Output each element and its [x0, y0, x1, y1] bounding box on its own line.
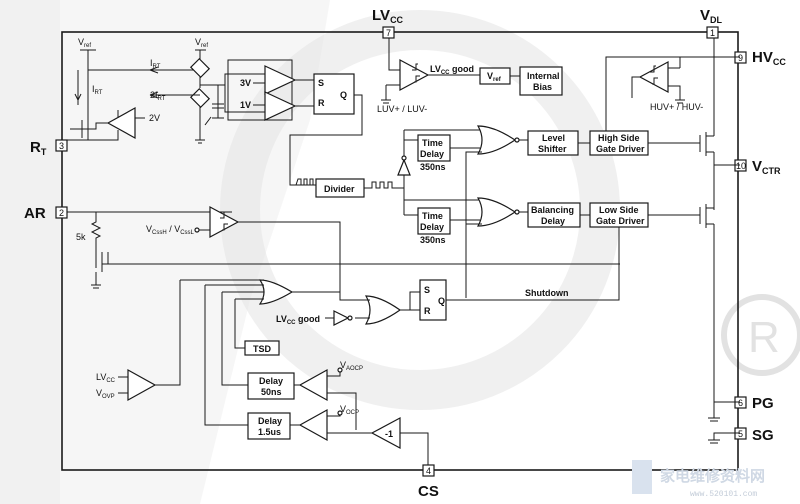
oscillator-section: Vref IRT IRT 2V Vref 2IRT 3V 1V: [66, 37, 400, 198]
svg-text:Vref: Vref: [78, 37, 91, 49]
svg-text:Gate Driver: Gate Driver: [596, 144, 645, 154]
svg-text:VOCP: VOCP: [340, 404, 359, 416]
pin-lvcc: LVCC 7: [372, 7, 404, 39]
pin-pg: 6 PG: [734, 395, 774, 412]
svg-text:HVCC: HVCC: [752, 49, 786, 67]
svg-text:LVCC good: LVCC good: [430, 64, 474, 76]
svg-text:10: 10: [736, 161, 746, 171]
svg-text:Level: Level: [542, 133, 565, 143]
svg-text:VOVP: VOVP: [96, 388, 115, 400]
svg-text:4: 4: [426, 466, 431, 476]
svg-text:VCTR: VCTR: [752, 158, 781, 176]
svg-text:Internal: Internal: [527, 71, 560, 81]
svg-text:5k: 5k: [76, 232, 86, 242]
svg-text:Delay: Delay: [259, 376, 283, 386]
svg-text:VCssH / VCssL: VCssH / VCssL: [146, 224, 195, 236]
svg-text:Delay: Delay: [420, 149, 444, 159]
svg-text:CS: CS: [418, 483, 439, 500]
svg-text:Delay: Delay: [258, 416, 282, 426]
svg-text:Vref: Vref: [487, 71, 502, 83]
svg-text:Q: Q: [340, 90, 347, 100]
svg-text:R: R: [748, 313, 780, 362]
pin-ar: AR 2: [24, 205, 68, 222]
svg-text:R: R: [318, 98, 325, 108]
svg-text:Bias: Bias: [533, 82, 552, 92]
pin-vctr: 10 VCTR: [734, 158, 781, 176]
svg-text:2V: 2V: [149, 113, 160, 123]
svg-text:Delay: Delay: [541, 216, 565, 226]
svg-text:S: S: [424, 285, 430, 295]
svg-text:Q: Q: [438, 296, 445, 306]
svg-text:Shutdown: Shutdown: [525, 288, 569, 298]
svg-text:LUV+ / LUV-: LUV+ / LUV-: [377, 104, 427, 114]
pin-sg: 5 SG: [734, 427, 774, 444]
svg-text:家电维修资料网: 家电维修资料网: [660, 467, 765, 485]
svg-text:HUV+ / HUV-: HUV+ / HUV-: [650, 102, 703, 112]
svg-text:VDL: VDL: [700, 7, 723, 25]
svg-text:LVCC good: LVCC good: [276, 314, 320, 326]
svg-text:Time: Time: [422, 138, 443, 148]
svg-text:3V: 3V: [240, 78, 251, 88]
lvcc-section: LUV+ / LUV- LVCC good Vref Internal Bias: [377, 38, 563, 114]
svg-text:9: 9: [738, 53, 743, 63]
svg-text:Divider: Divider: [324, 184, 355, 194]
svg-text:Balancing: Balancing: [531, 205, 574, 215]
svg-text:1V: 1V: [240, 100, 251, 110]
svg-text:350ns: 350ns: [420, 235, 446, 245]
protection-section: S R Q LVCC good TSD LVCC VOVP Delay 50ns…: [96, 279, 466, 465]
svg-text:6: 6: [738, 398, 743, 408]
svg-text:R: R: [424, 306, 431, 316]
svg-text:www.520101.com: www.520101.com: [690, 490, 757, 499]
svg-text:VAOCP: VAOCP: [340, 360, 363, 372]
svg-text:50ns: 50ns: [261, 387, 282, 397]
svg-text:SG: SG: [752, 427, 774, 444]
site-watermark: 家电维修资料网 www.520101.com: [632, 460, 765, 499]
svg-text:Delay: Delay: [420, 222, 444, 232]
pin-hvcc: 9 HVCC: [734, 49, 786, 67]
ar-section: 5k VCssH / VCssL: [67, 205, 620, 298]
svg-text:Low Side: Low Side: [599, 205, 639, 215]
svg-text:Shifter: Shifter: [538, 144, 567, 154]
svg-text:1.5us: 1.5us: [258, 427, 281, 437]
svg-text:-1: -1: [385, 429, 393, 439]
gate-drive-section: Time Delay 350ns Level Shifter High Side…: [397, 38, 740, 444]
svg-text:350ns: 350ns: [420, 162, 446, 172]
svg-text:Vref: Vref: [195, 37, 208, 49]
svg-text:RT: RT: [30, 139, 47, 157]
svg-text:LVCC: LVCC: [96, 372, 116, 384]
pin-vdl: VDL 1: [700, 7, 723, 39]
svg-text:7: 7: [386, 28, 391, 38]
svg-text:3: 3: [59, 141, 64, 151]
svg-text:AR: AR: [24, 205, 46, 222]
pin-rt: RT 3: [30, 139, 68, 157]
svg-text:IRT: IRT: [92, 84, 103, 96]
chip-boundary: [61, 31, 739, 471]
svg-text:1: 1: [710, 28, 715, 38]
svg-text:PG: PG: [752, 395, 774, 412]
svg-text:LVCC: LVCC: [372, 7, 404, 25]
svg-text:Gate Driver: Gate Driver: [596, 216, 645, 226]
svg-text:S: S: [318, 78, 324, 88]
svg-text:High Side: High Side: [598, 133, 640, 143]
svg-text:2: 2: [59, 208, 64, 218]
svg-text:Time: Time: [422, 211, 443, 221]
svg-text:5: 5: [738, 429, 743, 439]
svg-text:TSD: TSD: [253, 344, 272, 354]
